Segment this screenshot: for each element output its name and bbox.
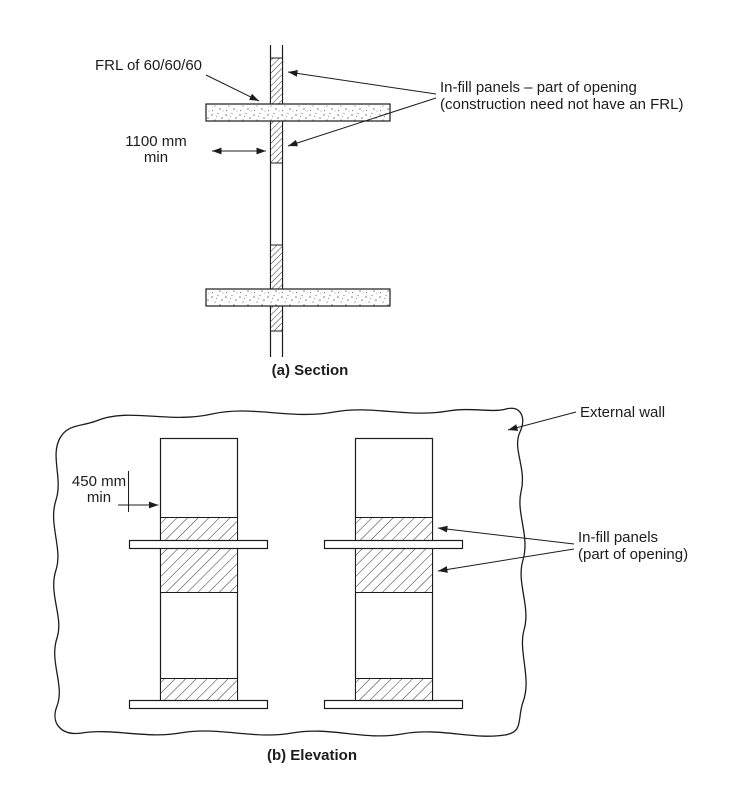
sill-ledge-middle — [128, 539, 269, 550]
dimension-1100-min: min — [144, 149, 168, 166]
external-wall-arrow — [507, 411, 577, 431]
infill-note-line1: In-fill panels – part of opening — [440, 79, 637, 96]
infill-note-line2: (construction need not have an FRL) — [440, 96, 683, 113]
infill-band-upper — [160, 517, 238, 541]
infill-band-lower — [160, 678, 238, 701]
external-wall-outline — [52, 407, 527, 737]
elevation-infill-arrow-lower — [437, 548, 575, 573]
frl-label: FRL of 60/60/60 — [95, 57, 202, 74]
infill-panel-hatch — [270, 120, 283, 164]
dimension-450-value: 450 mm — [72, 473, 126, 490]
infill-band-lower — [355, 678, 433, 701]
section-view: FRL of 60/60/60 1100 mm min In-fill pane… — [95, 45, 683, 379]
elevation-caption: (b) Elevation — [267, 747, 357, 764]
elevation-infill-arrow-upper — [437, 525, 575, 545]
infill-band-middle — [160, 548, 238, 593]
dimension-450-min: min — [87, 489, 111, 506]
infill-panel-hatch — [270, 244, 283, 290]
infill-leader-arrow-top — [287, 70, 437, 95]
infill-band-upper — [355, 517, 433, 541]
floor-slab-upper — [205, 103, 391, 122]
elevation-infill-label-line2: (part of opening) — [578, 546, 688, 563]
external-wall-label: External wall — [580, 404, 665, 421]
infill-panel-hatch — [270, 57, 283, 105]
elevation-view: 450 mm min External wall In-fill panels … — [52, 404, 688, 764]
sill-ledge-bottom — [128, 699, 269, 710]
infill-leader-arrow-bottom — [287, 97, 437, 147]
window-strip-right — [323, 437, 464, 710]
window-strip-left — [128, 437, 269, 710]
sill-ledge-middle — [323, 539, 464, 550]
infill-panel-hatch — [270, 305, 283, 332]
section-caption: (a) Section — [272, 362, 349, 379]
frl-leader-arrow — [205, 74, 260, 102]
elevation-infill-label-line1: In-fill panels — [578, 529, 658, 546]
sill-ledge-bottom — [323, 699, 464, 710]
infill-band-middle — [355, 548, 433, 593]
dimension-1100-value: 1100 mm — [125, 133, 186, 150]
floor-slab-lower — [205, 288, 391, 307]
